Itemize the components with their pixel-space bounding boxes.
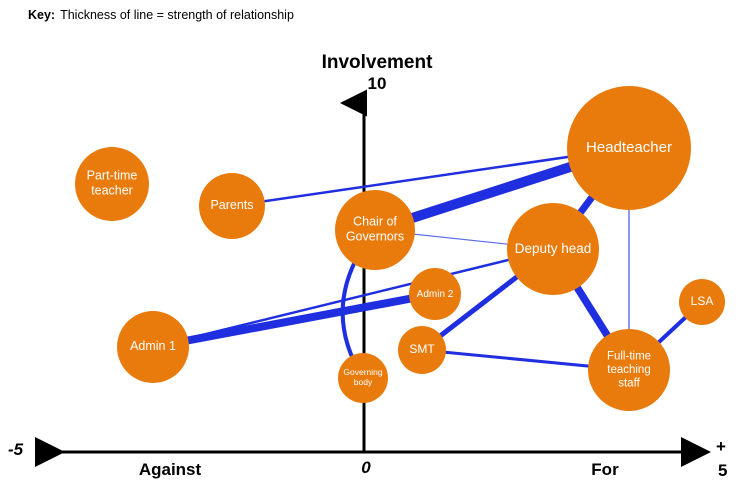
x-axis-label-for: For [591, 460, 619, 479]
link-admin-1-to-admin-2 [152, 290, 436, 351]
key-label: Key: [28, 8, 56, 22]
x-axis-zero-tick: 0 [361, 458, 371, 477]
node-circle-chair-of-governors[interactable] [335, 190, 415, 270]
key-text: Thickness of line = strength of relation… [60, 8, 294, 22]
node-circle-lsa[interactable] [679, 279, 725, 325]
node-circle-deputy-head[interactable] [507, 203, 599, 295]
x-axis-label-against: Against [138, 460, 202, 479]
node-deputy-head[interactable]: Deputy head [507, 203, 599, 295]
node-headteacher[interactable]: Headteacher [567, 86, 691, 210]
node-circle-governing-body[interactable] [338, 353, 388, 403]
node-lsa[interactable]: LSA [679, 279, 725, 325]
node-admin-2[interactable]: Admin 2 [409, 268, 461, 320]
node-circle-admin-2[interactable] [409, 268, 461, 320]
node-circle-smt[interactable] [398, 326, 446, 374]
y-axis-max-tick: 10 [367, 74, 387, 93]
node-parents[interactable]: Parents [199, 173, 265, 239]
node-circle-full-time-staff[interactable] [588, 329, 670, 411]
key-legend: Key: Thickness of line = strength of rela… [28, 8, 294, 22]
y-axis-title: Involvement [321, 52, 433, 73]
node-circle-admin-1[interactable] [117, 311, 189, 383]
node-circle-parents[interactable] [199, 173, 265, 239]
node-smt[interactable]: SMT [398, 326, 446, 374]
node-circle-headteacher[interactable] [567, 86, 691, 210]
link-parents-to-headteacher [231, 146, 630, 208]
node-circle-part-time-teacher[interactable] [75, 147, 149, 221]
x-axis-plus-sign: + [716, 437, 726, 456]
node-admin-1[interactable]: Admin 1 [117, 311, 189, 383]
x-axis-min-tick: -5 [8, 440, 24, 459]
x-axis-max-tick: 5 [718, 461, 728, 480]
